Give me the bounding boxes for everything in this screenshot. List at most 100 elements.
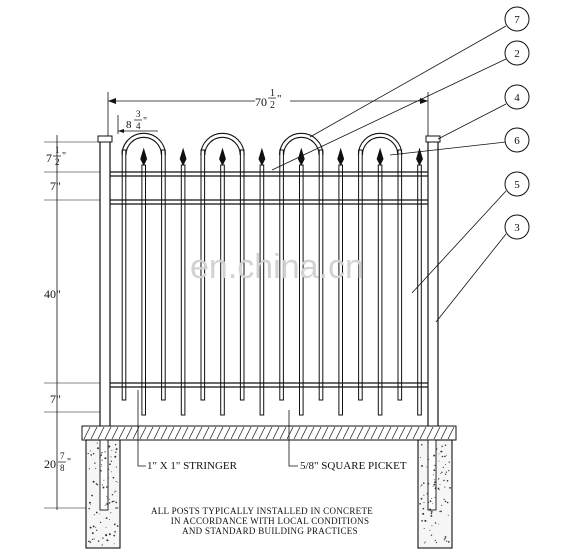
concrete-speckle (102, 537, 104, 539)
concrete-speckle (438, 510, 440, 512)
ground-hatch (146, 426, 154, 440)
concrete-speckle (101, 464, 102, 466)
picket-finial (179, 147, 187, 166)
picket-spacing-unit: " (143, 116, 147, 127)
concrete-speckle (445, 540, 448, 542)
picket (318, 149, 324, 401)
concrete-speckle (439, 484, 441, 486)
ground-hatch (405, 426, 413, 440)
concrete-speckle (92, 480, 95, 483)
concrete-speckle (104, 504, 106, 506)
hoop-arch (357, 132, 403, 156)
concrete-speckle (90, 454, 92, 456)
concrete-speckle (433, 483, 436, 486)
hoop-arch (200, 132, 245, 156)
ground-hatch (181, 426, 189, 440)
top-rail (110, 171, 428, 177)
ground-hatch (286, 426, 294, 440)
callout-2: 2 (271, 40, 530, 171)
callout-3: 3 (435, 214, 530, 323)
ground-hatch (223, 426, 231, 440)
note-line-3: AND STANDARD BUILDING PRACTICES (182, 526, 358, 536)
picket (180, 164, 186, 416)
picket (279, 149, 284, 401)
picket-label: 5/8" SQUARE PICKET (300, 460, 407, 472)
concrete-speckle (440, 450, 443, 453)
footing-depth-whole: 20 (44, 457, 56, 471)
callout-7-label: 7 (514, 14, 520, 26)
concrete-speckle (441, 455, 444, 458)
picket (397, 149, 403, 401)
concrete-speckle (444, 464, 447, 466)
concrete-speckle (115, 507, 117, 509)
concrete-speckle (434, 487, 437, 490)
picket (200, 149, 206, 401)
picket-spacing-whole: 8 (126, 119, 132, 131)
top-extension-unit: " (62, 151, 66, 162)
overall-width-den: 2 (270, 100, 275, 111)
concrete-speckle (434, 539, 436, 542)
concrete-speckle (106, 497, 108, 499)
note-line-2: IN ACCORDANCE WITH LOCAL CONDITIONS (171, 516, 370, 526)
concrete-speckle (107, 468, 110, 471)
ground-hatch (237, 426, 245, 440)
concrete-speckle (103, 479, 105, 481)
concrete-speckle (423, 527, 425, 530)
concrete-speckle (428, 458, 430, 460)
concrete-speckle (441, 471, 443, 473)
ground-hatch (440, 426, 448, 440)
ground-hatch (300, 426, 308, 440)
concrete-speckle (443, 498, 445, 501)
footing-depth-num: 7 (60, 451, 65, 461)
concrete-speckle (107, 477, 109, 479)
ground-hatch (202, 426, 210, 440)
concrete-speckle (104, 457, 107, 460)
concrete-speckle (435, 463, 437, 465)
concrete-speckle (105, 517, 108, 520)
ground-hatch (321, 426, 329, 440)
concrete-speckle (93, 514, 95, 516)
concrete-speckle (420, 497, 423, 500)
concrete-speckle (447, 514, 449, 516)
ground-hatch (272, 426, 280, 440)
concrete-speckle (106, 486, 108, 488)
concrete-speckle (111, 493, 114, 496)
ground-hatch (307, 426, 315, 440)
top-extension-den: 2 (55, 157, 60, 167)
concrete-speckle (110, 512, 112, 514)
concrete-speckle (444, 538, 446, 540)
concrete-speckle (114, 491, 116, 493)
concrete-speckle (99, 513, 101, 515)
top-extension-whole: 7 (46, 151, 52, 165)
concrete-speckle (88, 507, 90, 510)
concrete-speckle (100, 454, 103, 456)
concrete-speckle (430, 510, 431, 512)
ground-hatch (209, 426, 217, 440)
concrete-speckle (113, 543, 115, 545)
concrete-speckle (101, 484, 103, 486)
note-line-1: ALL POSTS TYPICALLY INSTALLED IN CONCRET… (151, 506, 373, 516)
concrete-speckle (429, 500, 432, 502)
picket (141, 164, 146, 416)
concrete-speckle (105, 534, 107, 536)
concrete-speckle (106, 495, 108, 497)
concrete-speckle (446, 479, 449, 482)
concrete-speckle (101, 544, 103, 546)
concrete-speckle (421, 443, 423, 446)
concrete-speckle (114, 530, 116, 533)
ground-hatch (447, 426, 455, 440)
concrete-speckle (111, 471, 112, 473)
picket (417, 164, 422, 416)
concrete-speckle (438, 489, 440, 491)
concrete-speckle (100, 456, 102, 458)
picket (220, 164, 225, 416)
concrete-speckle (421, 519, 423, 522)
concrete-speckle (426, 466, 428, 468)
concrete-speckle (431, 497, 433, 499)
concrete-speckle (115, 490, 117, 492)
concrete-speckle (437, 478, 440, 480)
concrete-speckle (95, 467, 97, 469)
ground-hatch (398, 426, 406, 440)
concrete-speckle (444, 455, 446, 458)
concrete-speckle (445, 454, 447, 456)
